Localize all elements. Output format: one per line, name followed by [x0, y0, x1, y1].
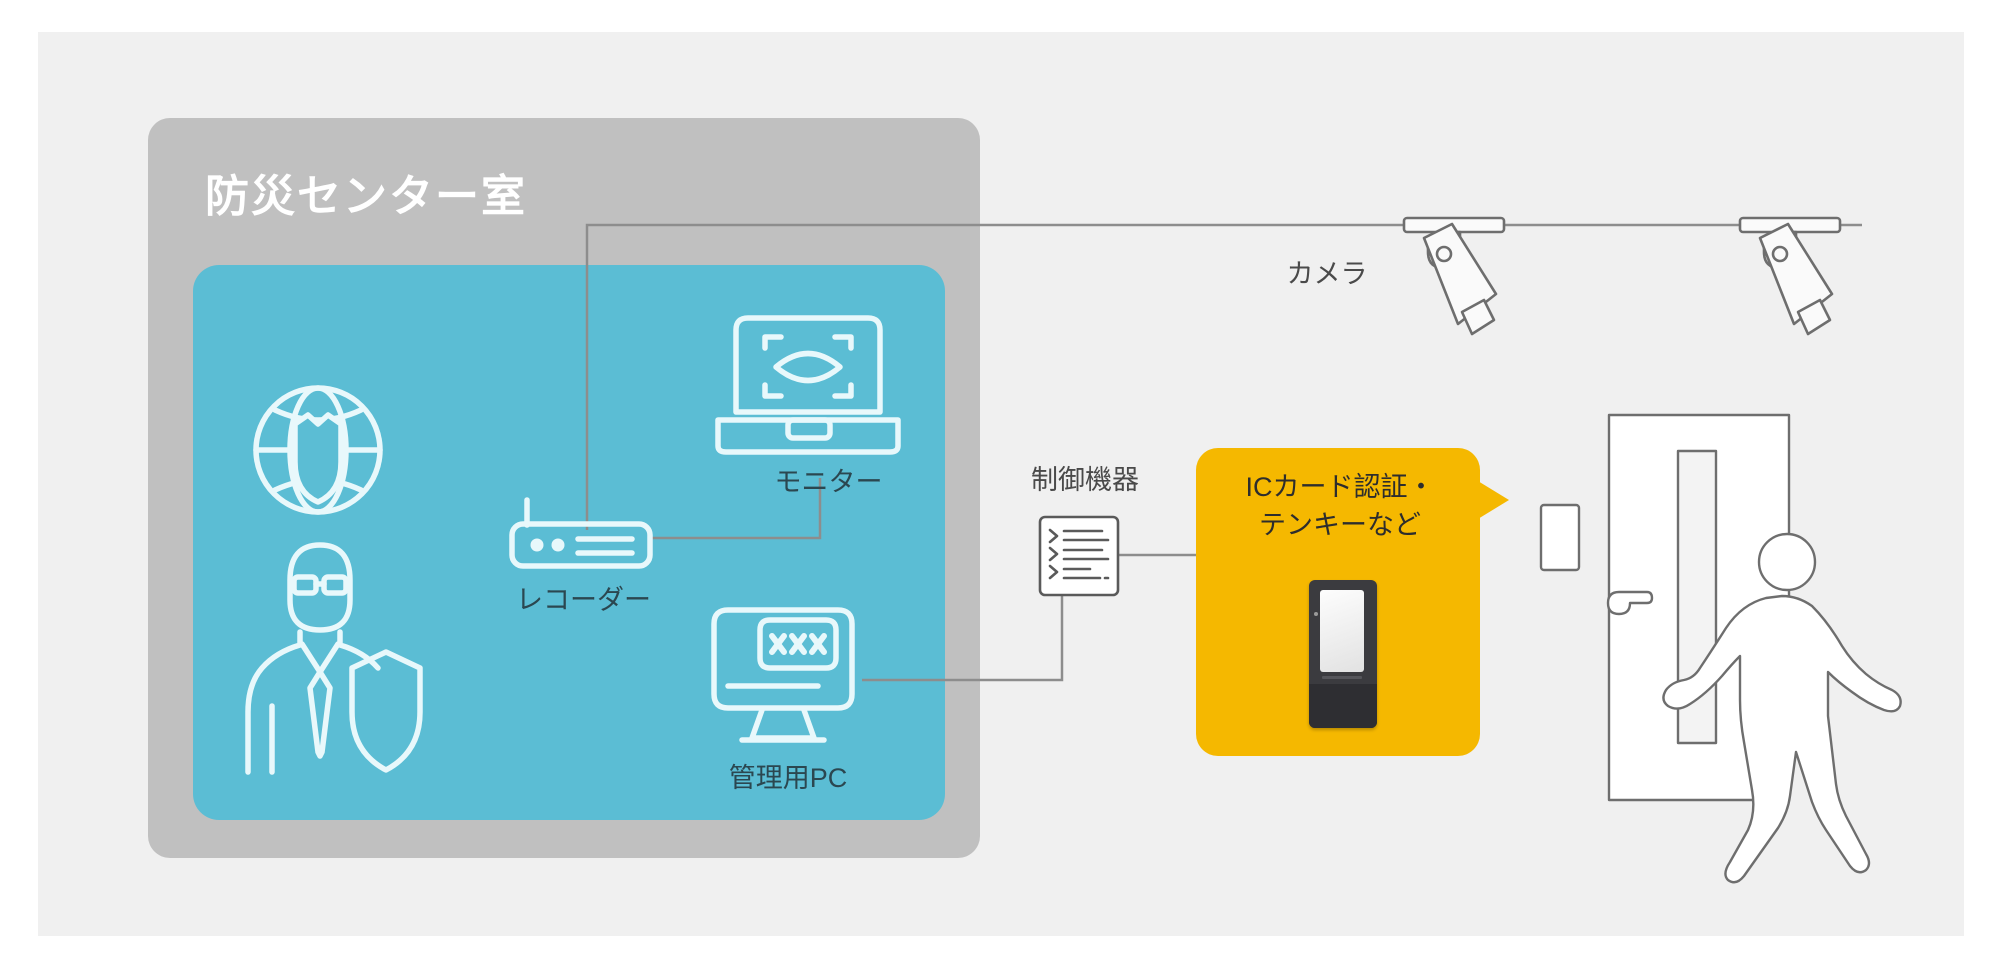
card-reader-screen	[1320, 590, 1364, 672]
card-reader-led	[1314, 612, 1318, 616]
callout-tail	[1473, 478, 1509, 522]
management-pc-label: 管理用PC	[728, 763, 848, 793]
callout-line-2: テンキーなど	[1259, 510, 1421, 541]
card-reader-keypad	[1309, 684, 1377, 728]
callout-line-1: ICカード認証・	[1245, 472, 1435, 502]
room-title: 防災センター室	[205, 172, 527, 221]
control-device-label: 制御機器	[1031, 465, 1139, 495]
camera-label: カメラ	[1286, 259, 1368, 289]
recorder-label: レコーダー	[516, 585, 651, 615]
callout-text: ICカード認証・ テンキーなど	[1216, 468, 1464, 545]
monitor-label: モニター	[774, 467, 883, 497]
equipment-panel	[193, 265, 945, 820]
card-reader-brand-strip	[1322, 676, 1362, 679]
